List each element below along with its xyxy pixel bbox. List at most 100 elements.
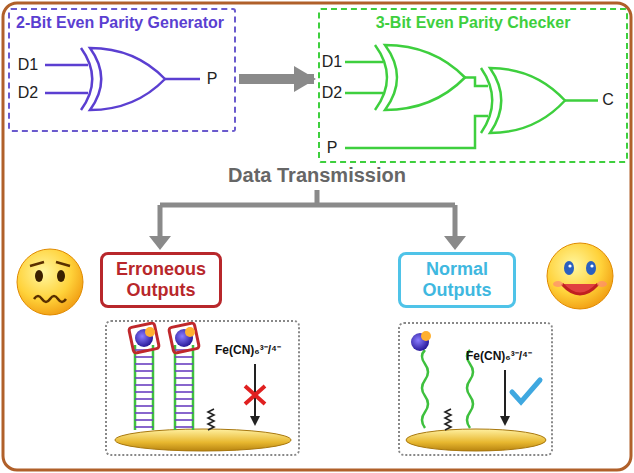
signal-name: P: [207, 70, 218, 88]
dna-duplex: [135, 405, 153, 407]
smiley-face: [586, 261, 596, 275]
xor-gate: [385, 45, 465, 110]
protein-cage: [129, 323, 160, 354]
output-box: Erroneous Outputs: [100, 252, 222, 308]
gold-electrode: [115, 429, 546, 451]
protein-cage: [145, 327, 155, 337]
passing-probe-arrow: [500, 416, 510, 426]
dna-duplex: [175, 370, 193, 372]
blocked-probe-arrow: [245, 364, 265, 426]
dna-duplex: [135, 398, 153, 400]
dna-duplex: [135, 419, 153, 421]
worried-face: [17, 249, 83, 315]
gold-electrode: [115, 429, 291, 451]
spring-linker: [445, 409, 451, 430]
dna-duplex: [135, 356, 153, 358]
xor-gate: [90, 48, 165, 110]
xor-gate: [375, 45, 387, 110]
ion-label: Fe(CN)₆³⁻/⁴⁻: [215, 344, 281, 358]
box-title: 3-Bit Even Parity Checker: [320, 10, 626, 36]
smiley-face: [547, 243, 613, 309]
xor-gate: [81, 48, 92, 110]
protein-cage: [169, 323, 200, 354]
blocked-probe-arrow: [250, 416, 260, 426]
branch-arrows: [149, 190, 466, 250]
dna-duplex: [175, 426, 193, 428]
worried-face: [17, 249, 83, 315]
blocked-probe-arrow: [254, 364, 256, 418]
signal-name: C: [602, 91, 614, 109]
smiley-face: [547, 243, 613, 309]
signal-name: D1: [18, 56, 38, 74]
spring-linker: [208, 409, 214, 430]
dna-duplex: [135, 345, 193, 430]
xor-gate: [345, 78, 598, 149]
gold-electrode: [406, 429, 546, 451]
spring-linker: [208, 409, 451, 430]
dna-duplex: [175, 377, 193, 379]
dna-duplex: [175, 391, 193, 393]
smiley-face: [564, 261, 574, 275]
worried-face: [57, 270, 65, 282]
branch-arrows: [444, 236, 466, 250]
signal-name: D2: [18, 84, 38, 102]
xor-gate: [345, 45, 598, 148]
protein-cage: [129, 323, 200, 354]
dna-duplex: [135, 412, 153, 414]
sensor-panel: Fe(CN)₆³⁻/⁴⁻: [398, 322, 553, 456]
smiley-face: [590, 264, 593, 267]
output-box: Normal Outputs: [398, 252, 516, 308]
dna-duplex: [175, 356, 193, 358]
dna-duplex: [175, 363, 193, 365]
signal-name: D1: [322, 53, 342, 71]
section-heading: Data Transmission: [228, 164, 406, 187]
smiley-face: [597, 281, 607, 287]
dna-duplex: [135, 363, 153, 365]
generator-box: 2-Bit Even Parity Generator: [8, 8, 236, 132]
box-label: Erroneous Outputs: [103, 256, 219, 303]
ion-label: Fe(CN)₆³⁻/⁴⁻: [466, 350, 532, 364]
smiley-face: [568, 264, 571, 267]
smiley-face: [562, 284, 598, 294]
free-protein: [411, 331, 431, 351]
outer-frame: [3, 3, 631, 470]
single-strand-dna: [422, 350, 473, 428]
passing-probe-arrow: [500, 370, 540, 426]
xor-gate: [45, 65, 200, 93]
dna-duplex: [135, 370, 153, 372]
dna-duplex: [135, 384, 153, 386]
free-protein: [421, 331, 431, 341]
dna-duplex: [135, 426, 153, 428]
worried-face: [35, 270, 43, 282]
dna-duplex: [135, 345, 193, 430]
dna-duplex: [175, 384, 193, 386]
protein-cage: [185, 327, 195, 337]
xor-gate: [481, 68, 492, 133]
dna-duplex: [175, 398, 193, 400]
flow-arrow: [239, 74, 314, 84]
outer-frame: [3, 3, 631, 470]
worried-face: [34, 296, 66, 302]
dna-duplex: [135, 377, 153, 379]
dna-duplex: [175, 405, 193, 407]
smiley-face: [553, 281, 563, 287]
xor-gate: [490, 68, 565, 133]
box-label: Normal Outputs: [401, 256, 513, 303]
xor-gate: [45, 48, 200, 110]
worried-face: [30, 262, 70, 266]
dna-duplex: [135, 391, 153, 393]
checker-box: 3-Bit Even Parity Checker: [318, 8, 628, 163]
signal-name: P: [327, 139, 338, 157]
signal-name: D2: [322, 84, 342, 102]
sensor-panel: Fe(CN)₆³⁻/⁴⁻: [105, 320, 300, 456]
branch-arrows: [149, 236, 171, 250]
passing-probe-arrow: [504, 370, 506, 418]
passing-probe-arrow: [512, 380, 540, 402]
dna-duplex: [175, 412, 193, 414]
xor-gate: [345, 62, 383, 93]
single-strand-dna: [422, 350, 428, 428]
blocked-probe-arrow: [245, 386, 265, 404]
